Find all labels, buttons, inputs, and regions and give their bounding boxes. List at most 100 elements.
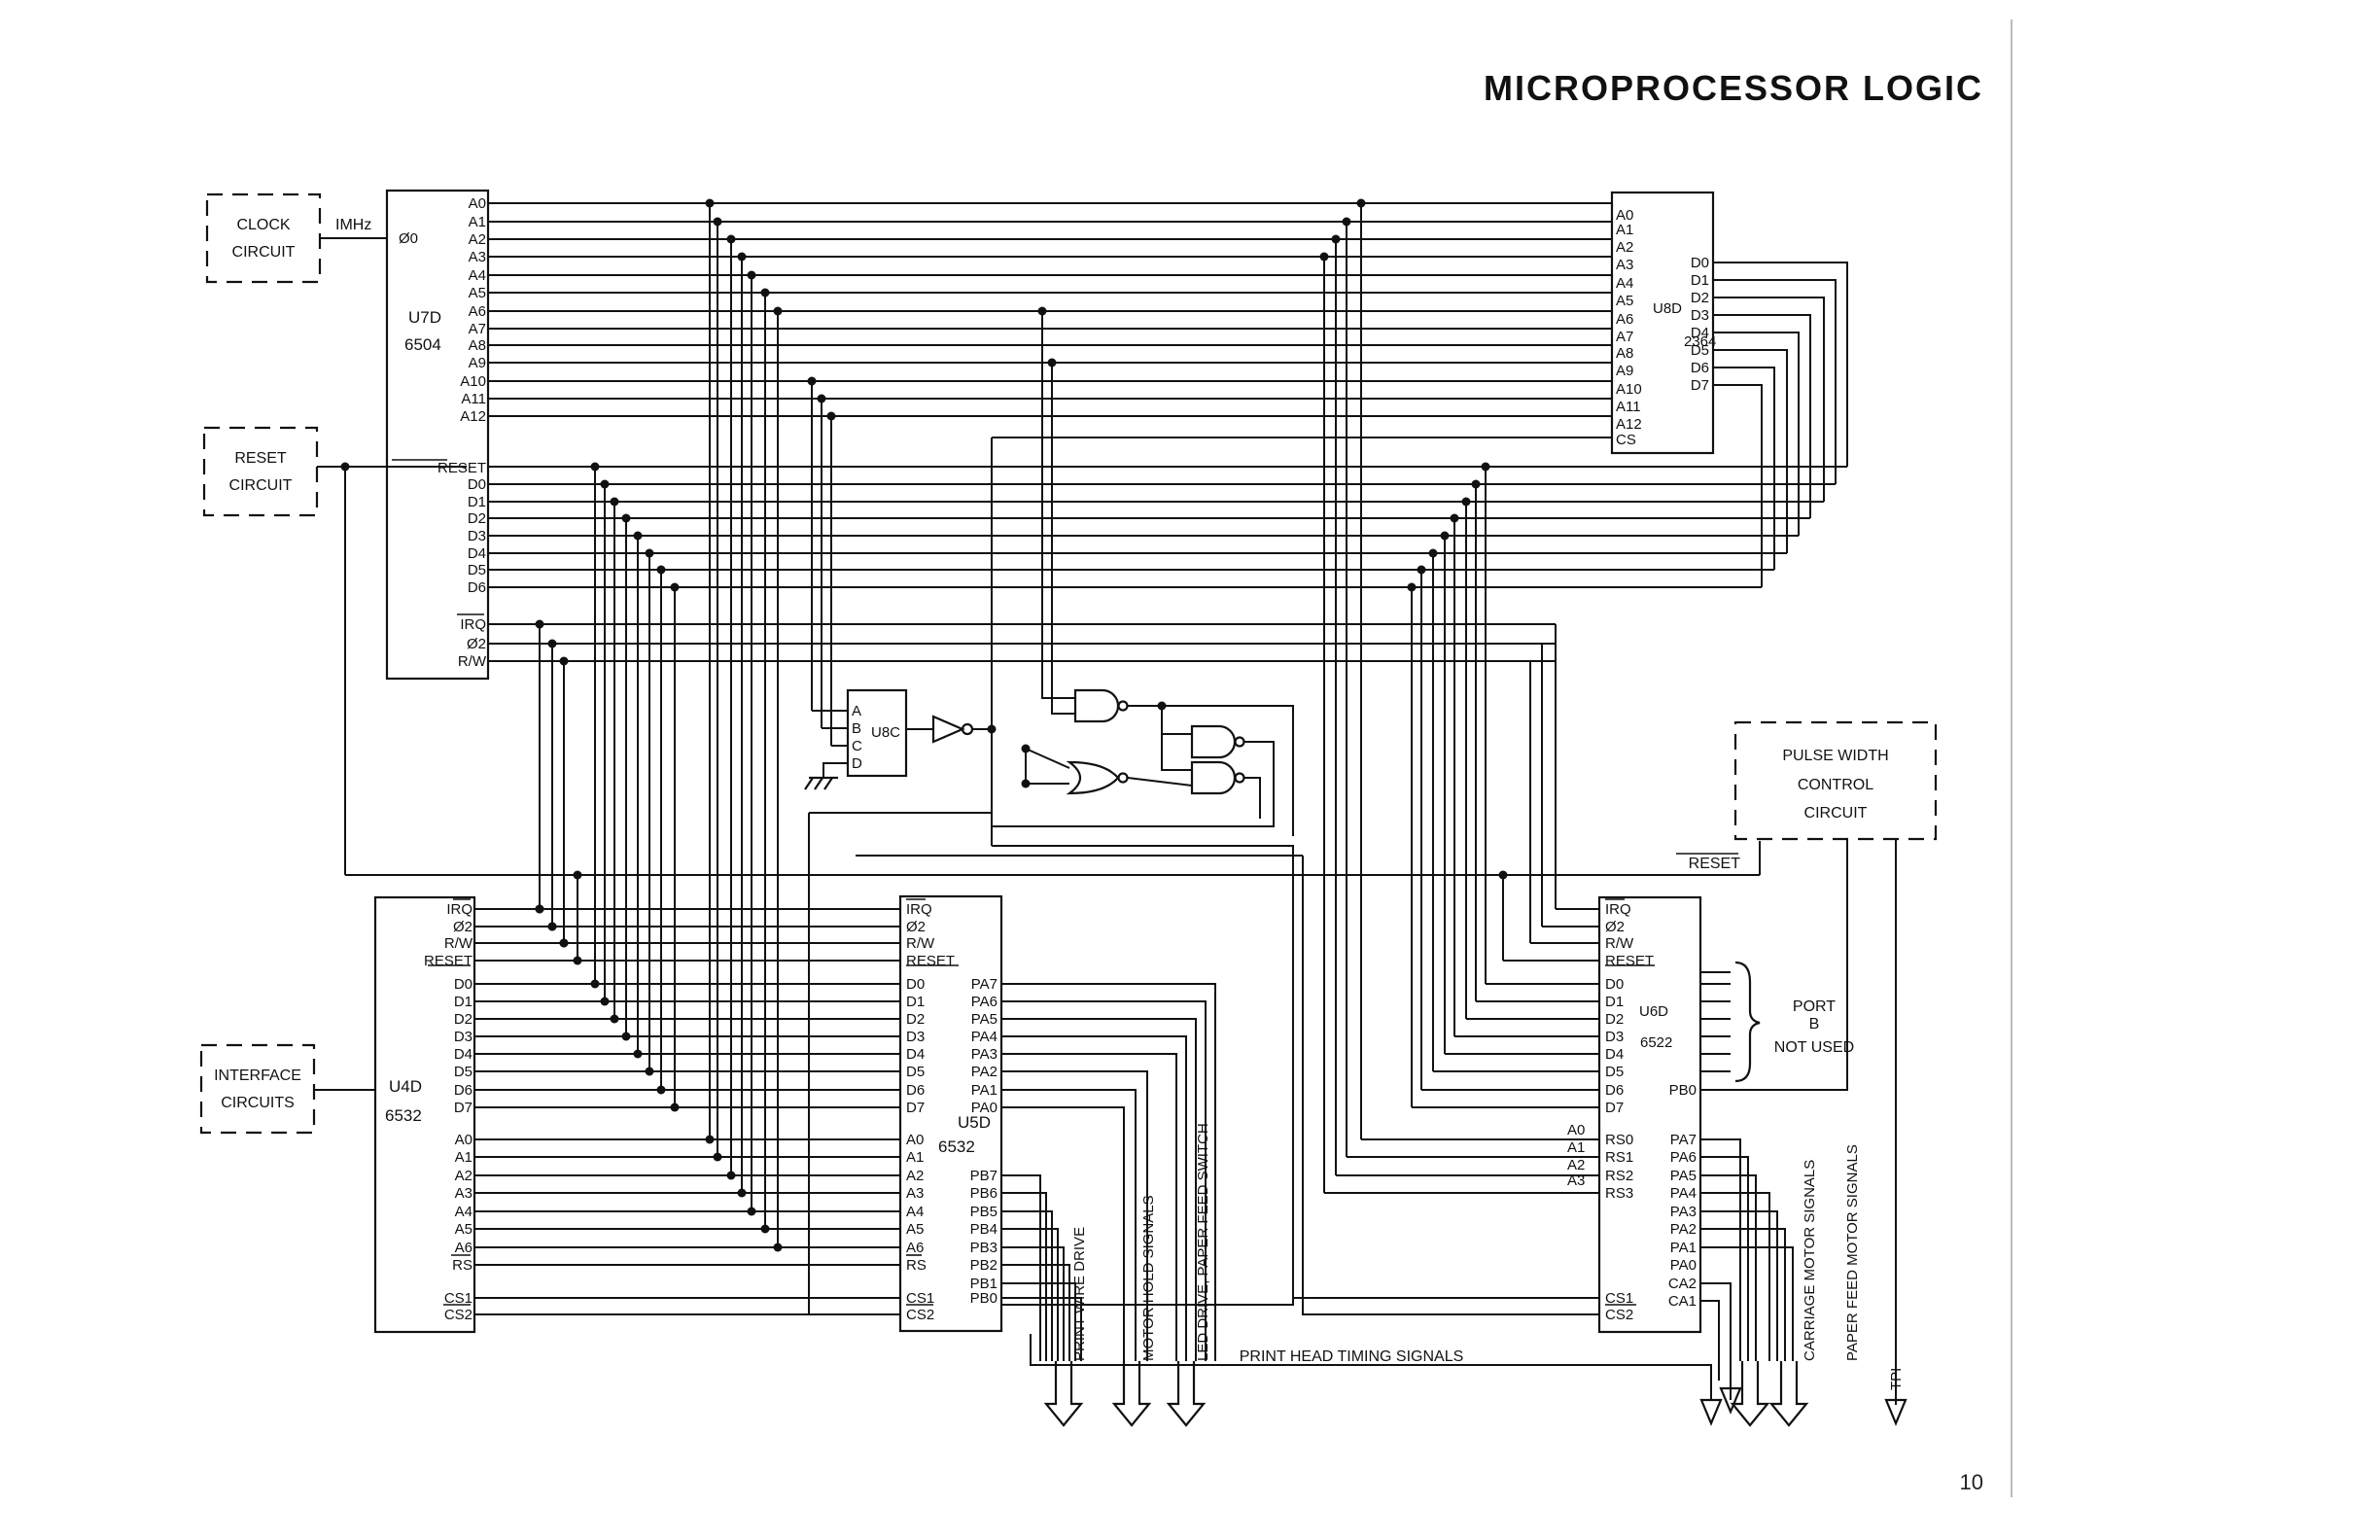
u5d-pin: D1: [906, 994, 925, 1010]
u4d-pin: D3: [454, 1029, 472, 1045]
u4d-ref: U4D: [389, 1077, 422, 1096]
u5d-pa-signal: [1001, 983, 1216, 1361]
u8d-addr-pin: A2: [1616, 239, 1633, 256]
u8d-data-return: [1713, 279, 1837, 484]
u7d-addr-pin: A7: [469, 321, 486, 337]
gate-link: [1162, 705, 1294, 836]
paper-feed-signal: [1700, 1192, 1770, 1361]
u8d-addr-pin: A1: [1616, 222, 1633, 238]
u5d-pb-pin: PB7: [970, 1168, 998, 1184]
junction-dot: [590, 979, 600, 989]
u5d-pb-signal: [1001, 1297, 1082, 1361]
junction-dot: [573, 956, 582, 965]
chip-u7d-6504: [385, 189, 490, 681]
junction-dot: [705, 1135, 715, 1144]
u5d-pin: A4: [906, 1204, 924, 1220]
junction-dot: [747, 1207, 756, 1216]
u6d-pin: D0: [1605, 976, 1624, 993]
paper-feed-signal: [1700, 1246, 1794, 1361]
nand-gate-3-bubble: [1234, 772, 1245, 784]
junction-dot: [773, 1242, 783, 1252]
junction-dot: [1428, 548, 1438, 558]
u5d-pa-signal: [1001, 1053, 1177, 1361]
u4d-pin: A0: [455, 1132, 472, 1148]
u8d-data-pin: D6: [1691, 360, 1709, 376]
u5d-pin: A5: [906, 1221, 924, 1238]
motor-hold-arrow: [1111, 1361, 1152, 1427]
reset-circuit-box: [202, 426, 319, 517]
u6d-pin: D4: [1605, 1046, 1624, 1063]
u7d-addr-pin: A11: [461, 391, 486, 407]
u5d-pa-signal: [1001, 1106, 1125, 1361]
u7d-addr-pin: A10: [460, 373, 486, 390]
timing-line: [1700, 1300, 1720, 1381]
u8d-addr-pin: A7: [1616, 329, 1633, 345]
junction-dot: [340, 462, 350, 472]
u7d-addr-pin: A0: [469, 195, 486, 212]
reset-label: CIRCUIT: [229, 477, 293, 494]
u4d-pin: D4: [454, 1046, 472, 1063]
junction-dot: [1037, 306, 1047, 316]
shapes: [199, 189, 1938, 1427]
u4d-pin: D6: [454, 1082, 472, 1099]
u8c-pin: A: [852, 703, 861, 719]
u5d-pa-pin: PA7: [971, 976, 998, 993]
clock-label: CIRCUIT: [232, 244, 296, 261]
u8d-addr-pin: A10: [1616, 381, 1642, 398]
u7d-data-pin: D1: [468, 494, 486, 510]
junction-dot: [600, 997, 610, 1006]
nand-gate-1-bubble: [1117, 700, 1129, 712]
junction-dot: [1417, 565, 1426, 575]
print-head-label: PRINT HEAD TIMING SIGNALS: [1240, 1348, 1464, 1365]
u5d-pb-signal: [1001, 1246, 1065, 1361]
u4d-pin: A4: [455, 1204, 472, 1220]
junction-dot: [747, 270, 756, 280]
paper-feed-signal: [1700, 1228, 1786, 1361]
u5d-pin: IRQ: [906, 901, 932, 918]
port-b-label: NOT USED: [1774, 1039, 1854, 1056]
nor-bubble: [1117, 772, 1129, 784]
junction-dot: [670, 582, 680, 592]
u6d-pin: D1: [1605, 994, 1624, 1010]
u7d-data-pin: D3: [468, 528, 486, 544]
u5d-pin: D2: [906, 1011, 925, 1028]
u6d-right-pin: PA6: [1670, 1149, 1697, 1166]
u4d-pin: D2: [454, 1011, 472, 1028]
u6d-right-pin: PA3: [1670, 1204, 1697, 1220]
u8c-pin: C: [852, 738, 862, 754]
u6d-addr-in: A1: [1567, 1139, 1585, 1156]
nor-gate: [1066, 760, 1120, 795]
u6d-pin: CS1: [1605, 1290, 1633, 1307]
u6d-addr-in: A2: [1567, 1157, 1585, 1173]
nor-in: [1025, 748, 1070, 769]
u4d-pin: D1: [454, 994, 472, 1010]
led-drive-arrow: [1166, 1361, 1207, 1427]
junction-dot: [590, 462, 600, 472]
junction-dot: [987, 724, 997, 734]
u5d-pin: A6: [906, 1240, 924, 1256]
u5d-pa-signal: [1001, 1035, 1187, 1361]
u4d-pin: CS1: [444, 1290, 472, 1307]
u5d-pin: RESET: [906, 953, 955, 969]
nand-gate-2-bubble: [1234, 736, 1245, 748]
junction-dot: [1021, 779, 1031, 788]
junction-dot: [573, 870, 582, 880]
junction-dot: [1021, 744, 1031, 753]
u6d-pin: D7: [1605, 1100, 1624, 1116]
junction-dot: [737, 1188, 747, 1198]
junction-dot: [600, 479, 610, 489]
u6d-part: 6522: [1640, 1034, 1672, 1051]
junction-dot: [559, 656, 569, 666]
u4d-pin: A5: [455, 1221, 472, 1238]
junction-dots: [340, 198, 1508, 1252]
u8d-addr-pin: A6: [1616, 311, 1633, 328]
u5d-pb-pin: PB2: [970, 1257, 998, 1274]
gate-link: [1127, 777, 1193, 787]
u8d-data-pin: D1: [1691, 272, 1709, 289]
u8d-data-return: [1713, 332, 1800, 536]
junction-dot: [621, 1032, 631, 1041]
u5d-pb-signal: [1001, 1210, 1053, 1361]
carriage-signal: [1700, 1174, 1757, 1361]
u6d-cs2: [1302, 856, 1599, 1315]
u7d-data-pin: D0: [468, 476, 486, 493]
